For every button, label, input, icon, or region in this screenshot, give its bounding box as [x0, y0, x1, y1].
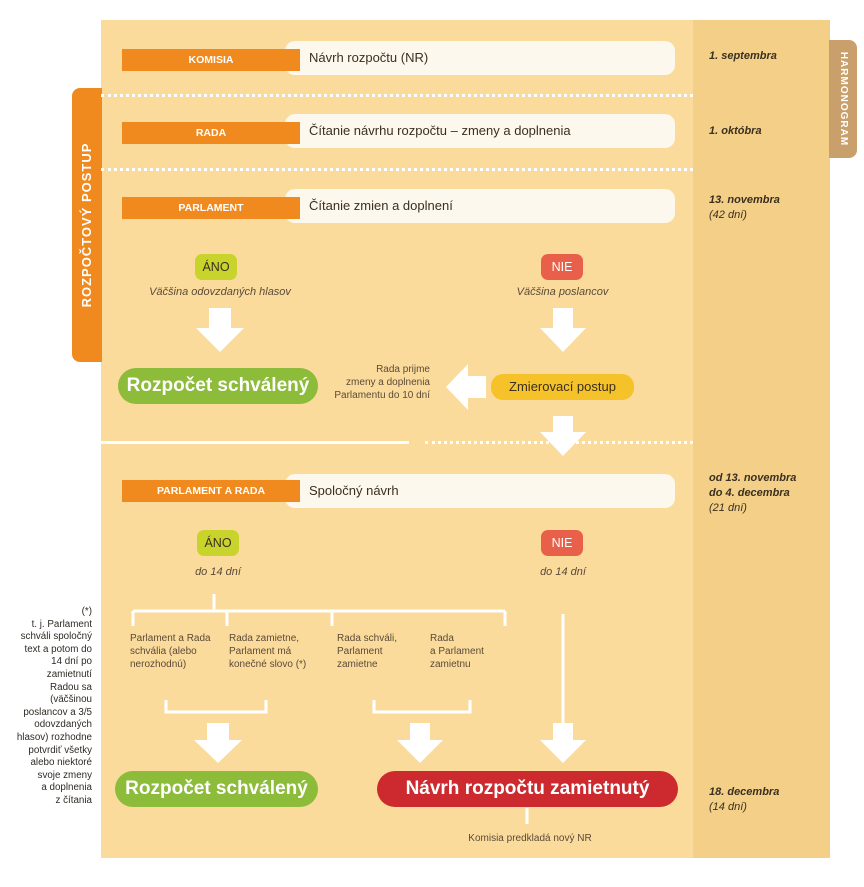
footnote-line: hlasov) rozhodne [16, 731, 92, 743]
council-note: Rada prijme zmeny a doplnenia Parlamentu… [330, 363, 430, 402]
conciliation-pill: Zmierovací postup [491, 374, 634, 400]
arrow-first-yes [196, 308, 244, 352]
outcome-3: Rada schváli, Parlament zamietne [337, 632, 422, 671]
outcome-2-line-3: konečné slovo (*) [229, 659, 307, 670]
stage-3-pill: Čítanie zmien a doplnení [285, 189, 675, 223]
council-note-line-3: Parlamentu do 10 dní [334, 390, 430, 401]
bracket-approved [164, 700, 268, 714]
first-yes-note: Väčšina odovzdaných hlasov [149, 286, 291, 298]
arrow-first-no [540, 308, 586, 352]
footnote-line: schváli spoločný [20, 631, 92, 643]
arrow-council-left [446, 364, 486, 410]
footnote-line: t. j. Parlament [31, 618, 92, 630]
stage-2-actor: RADA [122, 122, 300, 144]
arrow-to-approved [194, 723, 242, 763]
stage-3-actor: PARLAMENT [122, 197, 300, 219]
separator-3-dashed [425, 441, 693, 444]
footnote-line: poslancov a 3/5 [23, 706, 92, 718]
outcome-2-line-2: Parlament má [229, 646, 292, 657]
outcome-3-line-1: Rada schváli, [337, 633, 398, 644]
outcome-3-line-3: zamietne [337, 659, 378, 670]
outcome-1-line-2: schvália (alebo [130, 646, 197, 657]
footnote-line: zamietnutí [46, 668, 92, 680]
footnote-line: text a potom do [24, 643, 92, 655]
stage-2-date: 1. októbra [709, 125, 762, 137]
outcome-1-line-1: Parlament a Rada [130, 633, 211, 644]
stage-1-text: Návrh rozpočtu (NR) [309, 50, 429, 65]
separator-1 [101, 94, 693, 97]
final-date-main: 18. decembra [709, 786, 780, 798]
joint-date-line-2: do 4. decembra [709, 487, 790, 499]
timeline-panel [693, 20, 830, 858]
arrow-to-rejected-2 [540, 723, 586, 763]
council-note-line-1: Rada prijme [376, 364, 430, 375]
bracket-rejected [372, 700, 472, 714]
process-panel [101, 20, 693, 858]
stage-1-date: 1. septembra [709, 50, 777, 62]
stage-1-pill: Návrh rozpočtu (NR) [285, 41, 675, 75]
second-yes-badge: ÁNO [197, 530, 239, 556]
second-approved-pill: Rozpočet schválený [115, 771, 318, 807]
rejected-pill: Návrh rozpočtu zamietnutý [377, 771, 678, 807]
outcome-1: Parlament a Rada schvália (alebo nerozho… [130, 632, 225, 671]
outcome-1-line-3: nerozhodnú) [130, 659, 187, 670]
second-no-badge: NIE [541, 530, 583, 556]
stage-1-actor: KOMISIA [122, 49, 300, 71]
joint-stage-text: Spoločný návrh [309, 483, 399, 498]
first-no-badge: NIE [541, 254, 583, 280]
first-yes-badge: ÁNO [195, 254, 237, 280]
joint-stage-pill: Spoločný návrh [285, 474, 675, 508]
outcome-4-line-2: a Parlament [430, 646, 484, 657]
rejected-note: Komisia predkladá nový NR [468, 833, 592, 844]
final-duration: (14 dní) [709, 801, 747, 813]
footnote-line: (*) [81, 606, 92, 617]
arrow-conciliation-down [540, 416, 586, 456]
joint-duration: (21 dní) [709, 502, 747, 514]
final-date: 18. decembra (14 dní) [709, 785, 779, 815]
first-no-note: Väčšina poslancov [516, 286, 609, 298]
footnote-line: potvrdiť všetky [28, 744, 92, 756]
second-yes-note: do 14 dní [195, 566, 241, 578]
timetable-tab [829, 40, 857, 158]
arrow-to-rejected-1 [397, 723, 443, 763]
joint-stage-actor: PARLAMENT A RADA [122, 480, 300, 502]
footnote-line: a doplnenia [41, 782, 92, 794]
stage-2-text: Čítanie návrhu rozpočtu – zmeny a doplne… [309, 123, 571, 138]
footnote-line: alebo niektoré [30, 757, 92, 769]
footnote: (*) t. j. Parlament schváli spoločný tex… [6, 606, 92, 808]
joint-date-line-1: od 13. novembra [709, 472, 797, 484]
outcome-4: Rada a Parlament zamietnu [430, 632, 510, 671]
budget-procedure-tab [72, 88, 102, 362]
stage-3-duration: (42 dní) [709, 209, 747, 221]
footnote-line: (väčšinou [50, 694, 92, 706]
outcome-2-line-1: Rada zamietne, [229, 633, 300, 644]
outcome-4-line-3: zamietnu [430, 659, 471, 670]
footnote-line: z čítania [55, 794, 93, 806]
footnote-line: odovzdaných [34, 719, 92, 731]
stage-2-pill: Čítanie návrhu rozpočtu – zmeny a doplne… [285, 114, 675, 148]
footnote-line: 14 dní po [51, 656, 92, 668]
council-note-line-2: zmeny a doplnenia [346, 377, 430, 388]
footnote-line: Radou sa [50, 681, 92, 693]
joint-stage-date: od 13. novembra do 4. decembra (21 dní) [709, 471, 796, 516]
separator-3-solid [101, 441, 409, 444]
second-no-note: do 14 dní [540, 566, 586, 578]
separator-2 [101, 168, 693, 171]
outcome-4-line-1: Rada [430, 633, 454, 644]
stage-3-date-main: 13. novembra [709, 194, 780, 206]
outcome-3-line-2: Parlament [337, 646, 383, 657]
outcome-2: Rada zamietne, Parlament má konečné slov… [229, 632, 329, 671]
footnote-line: svoje zmeny [37, 769, 92, 781]
stage-3-date: 13. novembra (42 dní) [709, 193, 780, 223]
first-approved-pill: Rozpočet schválený [118, 368, 318, 404]
stage-3-text: Čítanie zmien a doplnení [309, 198, 453, 213]
